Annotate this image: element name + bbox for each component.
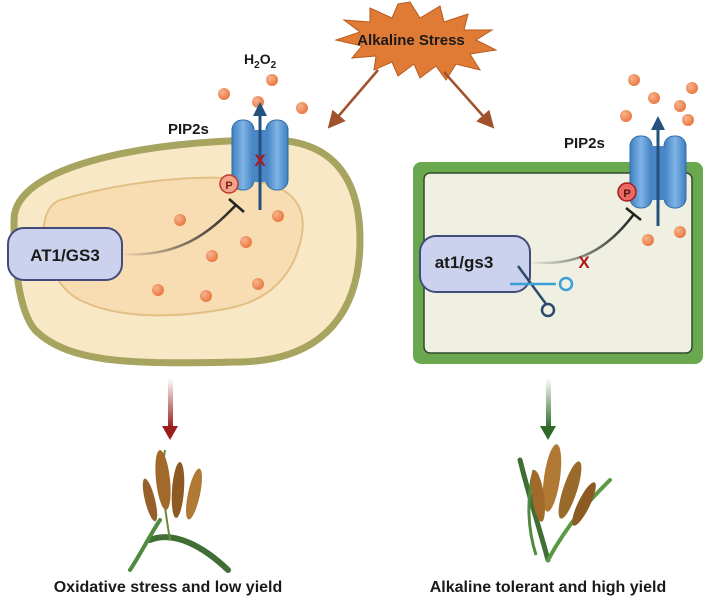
right-gene-label: at1/gs3 xyxy=(435,253,494,272)
left-outcome-arrow xyxy=(162,378,178,440)
h2o2-molecule-dot xyxy=(174,214,186,226)
right-outcome-arrow xyxy=(540,378,556,440)
right-h2o2-dots xyxy=(620,74,698,246)
h2o2-molecule-dot xyxy=(628,74,640,86)
right-phospho-badge: P xyxy=(617,182,637,202)
h2o2-molecule-dot xyxy=(296,102,308,114)
right-pip2s-label: PIP2s xyxy=(564,135,605,152)
right-gene-box: at1/gs3 xyxy=(419,235,531,293)
stress-arrow-left xyxy=(327,69,379,129)
h2o2-molecule-dot xyxy=(642,234,654,246)
right-millet-plant-icon xyxy=(517,444,612,563)
right-inhibition-bar xyxy=(625,207,642,221)
h2o2-molecule-dot xyxy=(266,74,278,86)
left-gene-box: AT1/GS3 xyxy=(7,227,123,281)
h2o2-molecule-dot xyxy=(682,114,694,126)
left-caption: Oxidative stress and low yield xyxy=(54,579,283,596)
left-inhibition-line xyxy=(119,204,237,256)
left-h2o2-dots xyxy=(152,74,308,302)
h2o2-molecule-dot xyxy=(686,82,698,94)
svg-text:P: P xyxy=(225,180,232,192)
stress-label: Alkaline Stress xyxy=(357,32,465,49)
left-gene-label: AT1/GS3 xyxy=(30,246,100,265)
right-caption: Alkaline tolerant and high yield xyxy=(430,579,666,596)
h2o2-molecule-dot xyxy=(152,284,164,296)
right-cell: PIP2s P X at1/gs3 xyxy=(413,74,703,364)
h2o2-molecule-dot xyxy=(218,88,230,100)
alkaline-stress-burst: Alkaline Stress xyxy=(334,1,498,81)
left-millet-plant-icon xyxy=(128,449,231,573)
h2o2-molecule-dot xyxy=(206,250,218,262)
h2o2-molecule-dot xyxy=(620,110,632,122)
h2o2-molecule-dot xyxy=(272,210,284,222)
h2o2-molecule-dot xyxy=(648,92,660,104)
scissors-icon xyxy=(510,265,574,318)
svg-text:P: P xyxy=(623,188,630,200)
left-cell: H2O2 X PIP2s P AT1/GS3 xyxy=(7,51,364,367)
right-pathway-block-mark: X xyxy=(578,253,590,272)
left-channel-block-mark: X xyxy=(254,151,266,170)
h2o2-molecule-dot xyxy=(240,236,252,248)
h2o2-molecule-dot xyxy=(252,278,264,290)
stress-arrow-right xyxy=(443,71,495,129)
h2o2-label: H2O2 xyxy=(244,51,277,71)
burst-star-shape xyxy=(334,1,498,81)
right-inhibition-line xyxy=(527,213,635,265)
left-pip2s-label: PIP2s xyxy=(168,121,209,138)
left-inhibition-bar xyxy=(228,198,245,213)
left-pip2s-channel: X xyxy=(231,102,289,210)
h2o2-molecule-dot xyxy=(674,226,686,238)
h2o2-molecule-dot xyxy=(674,100,686,112)
left-phospho-badge: P xyxy=(219,174,239,194)
h2o2-molecule-dot xyxy=(200,290,212,302)
